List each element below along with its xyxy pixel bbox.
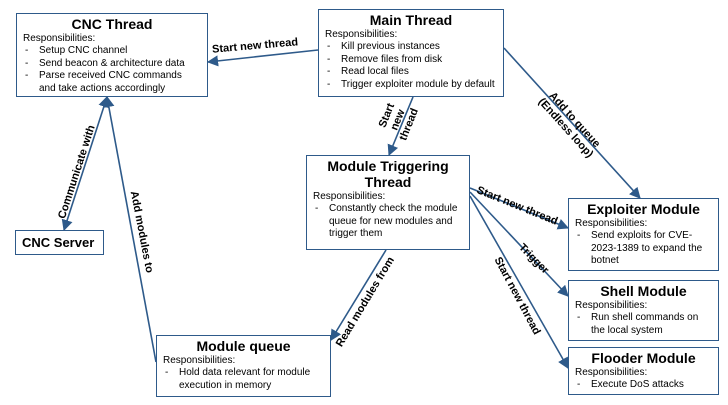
module-queue-box: Module queue Responsibilities: Hold data… [156, 335, 331, 397]
main-thread-box: Main Thread Responsibilities: Kill previ… [318, 9, 504, 97]
module-queue-title: Module queue [196, 338, 291, 354]
shell-module-item: Run shell commands on the local system [575, 312, 712, 337]
flooder-module-title: Flooder Module [591, 350, 696, 366]
main-thread-item: Read local files [325, 66, 497, 79]
cnc-thread-box: CNC Thread Responsibilities: Setup CNC c… [16, 13, 208, 97]
arrow-queue-read [330, 249, 387, 341]
arrow-main-to-trigger [387, 96, 414, 157]
module-triggering-box: Module Triggering Thread Responsibilitie… [306, 155, 470, 250]
module-triggering-title: Module Triggering Thread [327, 158, 449, 190]
arrow-cnc-add-modules [103, 95, 157, 363]
shell-module-box: Shell Module Responsibilities: Run shell… [568, 280, 719, 341]
cnc-thread-item: Send beacon & architecture data [23, 58, 201, 71]
shell-module-title: Shell Module [600, 283, 687, 299]
arrow-trigger-to-shell [469, 191, 569, 297]
flooder-module-resp-label: Responsibilities: [575, 367, 648, 378]
module-queue-resp-label: Responsibilities: [163, 355, 236, 366]
cnc-thread-item: Setup CNC channel [23, 45, 201, 58]
arrow-trigger-to-exploiter [469, 187, 570, 230]
cnc-thread-title: CNC Thread [71, 16, 153, 32]
arrow-trigger-to-flooder [469, 195, 569, 369]
module-triggering-item: Constantly check the module queue for ne… [313, 203, 463, 241]
exploiter-module-item: Send exploits for CVE-2023-1389 to expan… [575, 230, 712, 268]
main-thread-resp-label: Responsibilities: [325, 29, 398, 40]
main-thread-title: Main Thread [369, 12, 453, 28]
arrow-main-to-cnc [206, 49, 319, 67]
exploiter-module-resp-label: Responsibilities: [575, 218, 648, 229]
arrow-main-to-exploiter [503, 47, 641, 199]
arrow-cnc-server-comm [61, 95, 110, 232]
module-queue-item: Hold data relevant for module execution … [163, 367, 324, 392]
exploiter-module-box: Exploiter Module Responsibilities: Send … [568, 198, 719, 271]
cnc-server-box: CNC Server [15, 230, 104, 255]
cnc-server-title: CNC Server [22, 235, 95, 250]
main-thread-item: Trigger exploiter module by default [325, 79, 497, 92]
main-thread-item: Kill previous instances [325, 41, 497, 54]
main-thread-item: Remove files from disk [325, 54, 497, 67]
cnc-thread-item: Parse received CNC commands and take act… [23, 70, 201, 95]
shell-module-resp-label: Responsibilities: [575, 300, 648, 311]
flooder-module-box: Flooder Module Responsibilities: Execute… [568, 347, 719, 395]
module-triggering-resp-label: Responsibilities: [313, 191, 386, 202]
cnc-thread-resp-label: Responsibilities: [23, 33, 96, 44]
flooder-module-item: Execute DoS attacks [575, 379, 712, 392]
exploiter-module-title: Exploiter Module [587, 201, 700, 217]
